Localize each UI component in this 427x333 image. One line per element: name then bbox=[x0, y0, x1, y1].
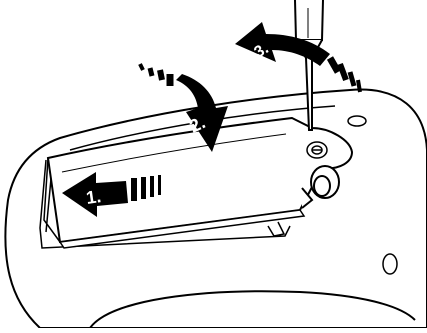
screw-hole-right bbox=[347, 115, 367, 127]
side-button bbox=[382, 253, 398, 275]
slide-left-arrow-icon: 1. bbox=[62, 172, 161, 217]
screw-icon bbox=[306, 141, 328, 159]
press-down-curved-arrow-icon: 2. bbox=[138, 63, 228, 152]
lift-up-curved-arrow-icon: 3. bbox=[235, 22, 362, 93]
cover-hinge bbox=[301, 165, 340, 209]
battery-cover bbox=[43, 116, 354, 249]
step-1-label: 1. bbox=[85, 186, 103, 208]
